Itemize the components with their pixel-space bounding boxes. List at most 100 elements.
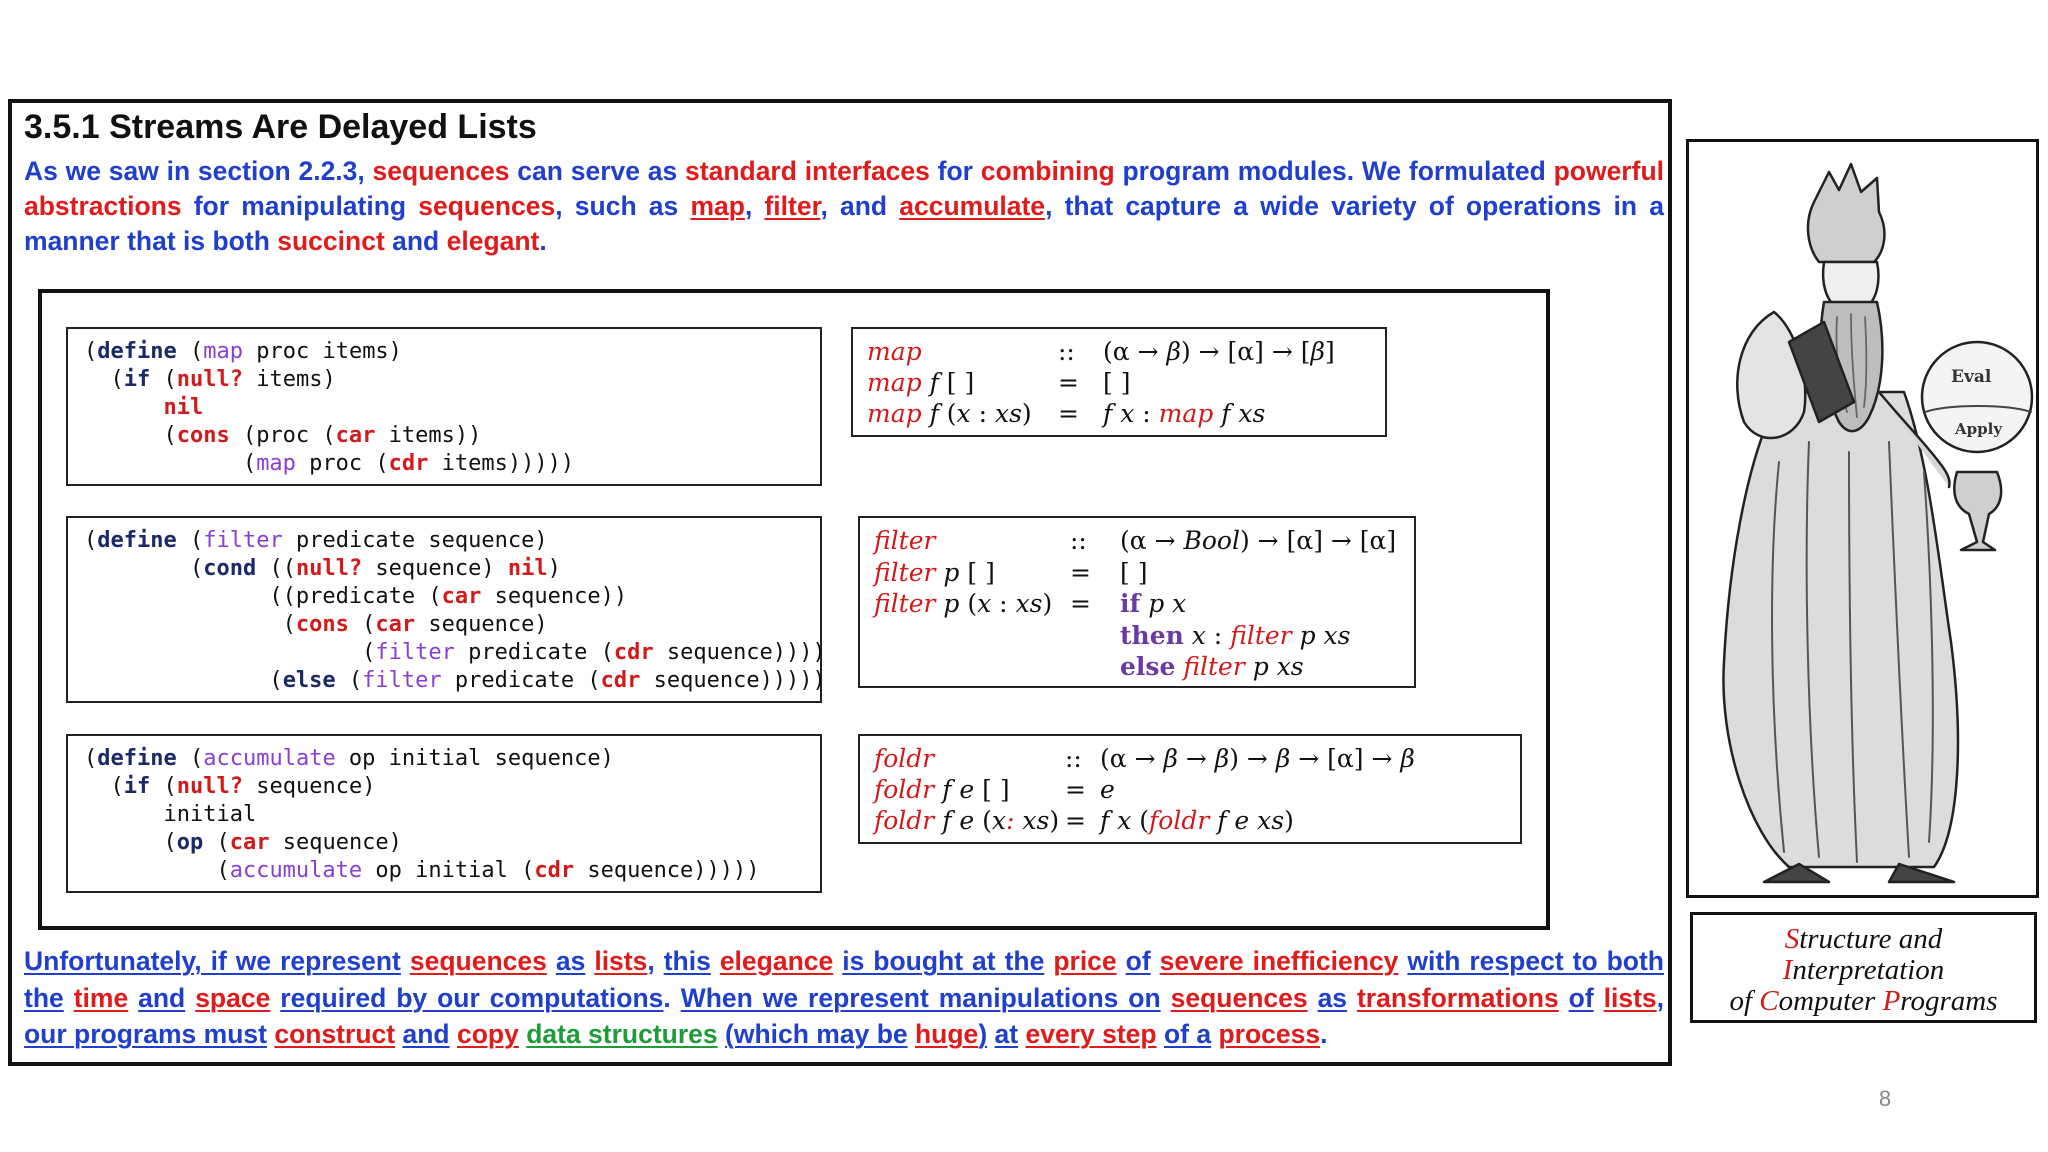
code-token: predicate ( <box>441 668 601 693</box>
code-token: accumulate <box>203 746 336 771</box>
text-run: , and <box>820 191 900 221</box>
code-token: initial <box>84 802 257 827</box>
equation-lhs: map f (x : xs) <box>867 399 1032 428</box>
code-token: ( <box>150 774 177 799</box>
text-run <box>128 983 138 1013</box>
code-token: filter <box>203 528 283 553</box>
code-line: (cond ((null? sequence) nil) <box>84 556 561 581</box>
code-token: ( <box>84 556 204 581</box>
text-run <box>270 983 280 1013</box>
text-run <box>711 946 720 976</box>
code-token: ( <box>84 830 177 855</box>
text-run: powerful abstractions <box>24 156 1664 221</box>
code-token: filter <box>362 668 442 693</box>
code-line: (accumulate op initial (cdr sequence))))… <box>84 858 759 883</box>
text-run <box>450 1019 457 1049</box>
equation-operator: :: <box>1070 526 1087 555</box>
equation-rhs: (α → Bool) → [α] → [α] <box>1120 526 1396 555</box>
text-run <box>585 946 594 976</box>
text-run <box>718 1019 725 1049</box>
code-token: car <box>441 584 482 609</box>
code-token: ( <box>84 640 376 665</box>
math-token: x <box>956 399 971 428</box>
text-run: When we represent manipulations on <box>680 982 1161 1013</box>
code-token: ((predicate ( <box>84 584 442 609</box>
globe-apply-text: Apply <box>1954 420 2003 438</box>
text-run <box>1044 946 1053 976</box>
math-token: filter <box>874 589 936 618</box>
equation-operator: :: <box>1058 337 1075 366</box>
math-token: map <box>867 337 922 366</box>
wizard-arm <box>1877 390 1951 489</box>
math-token: = <box>1070 589 1091 618</box>
text-run: C <box>1759 985 1779 1017</box>
equation-rhs: (α → β) → [α] → [β] <box>1103 337 1335 366</box>
math-token: [ ] <box>974 775 1010 804</box>
math-token: (α → <box>1103 337 1167 366</box>
math-token: f xs <box>1213 399 1266 428</box>
wizard-goblet <box>1953 470 2003 552</box>
scheme-map-code: (define (map proc items) (if (null? item… <box>84 338 820 478</box>
math-token: x <box>977 589 992 618</box>
text-run: succinct <box>277 226 385 256</box>
code-line: (cons (car sequence) <box>84 612 548 637</box>
text-run: this <box>663 946 711 976</box>
code-token: op initial ( <box>362 858 535 883</box>
code-line: (cons (proc (car items)) <box>84 423 481 448</box>
code-line: nil <box>84 395 203 420</box>
text-run: nterpretation <box>1792 954 1945 986</box>
equation-rhs: e <box>1100 775 1115 804</box>
math-token: = <box>1058 368 1079 397</box>
math-token: if <box>1120 589 1141 618</box>
code-token: map <box>256 451 296 476</box>
math-token: :: <box>1065 744 1082 773</box>
math-token: then <box>1120 620 1184 650</box>
equation-rhs: if p x <box>1120 589 1186 618</box>
text-run: . <box>539 226 547 256</box>
code-token: ( <box>84 668 283 693</box>
code-token: op initial sequence) <box>335 746 614 771</box>
code-token: ( <box>176 339 204 364</box>
text-run: of a <box>1163 1019 1212 1049</box>
math-token: map <box>867 399 922 428</box>
code-token: null? <box>176 367 243 392</box>
code-token: op <box>176 830 204 855</box>
text-run: severe inefficiency <box>1159 946 1399 976</box>
code-token: cons <box>295 612 349 637</box>
text-run: and <box>384 226 447 256</box>
text-run <box>987 1019 994 1049</box>
book-title-line: Interpretation <box>1693 955 2034 986</box>
math-token: ) → [α] → [ <box>1180 337 1311 366</box>
math-token: Bool <box>1183 526 1240 555</box>
text-run: (which may be <box>725 1019 908 1049</box>
book-title-line: Structure and <box>1693 924 2034 955</box>
code-token: cdr <box>600 668 641 693</box>
math-token: : <box>1205 620 1231 650</box>
text-run: , that capture a wide variety of operati… <box>24 191 1664 256</box>
code-line: ((predicate (car sequence)) <box>84 584 627 609</box>
math-token: ) → [α] → [α] <box>1239 526 1397 555</box>
equation-operator: :: <box>1065 744 1082 773</box>
text-run: sequences <box>372 156 510 186</box>
math-token: filter <box>1230 620 1292 650</box>
code-token: ( <box>176 528 204 553</box>
code-line: (if (null? items) <box>84 367 336 392</box>
math-token: ( <box>1131 806 1150 835</box>
code-token: ( <box>84 528 98 553</box>
math-token: ) <box>1042 589 1053 618</box>
code-token: ) <box>547 556 561 581</box>
math-token: f x <box>1100 806 1132 835</box>
code-token: items) <box>242 367 336 392</box>
text-run: as <box>1317 982 1348 1013</box>
text-run: combining <box>980 156 1115 186</box>
code-token: sequence) <box>242 774 376 799</box>
math-token: = <box>1070 557 1091 587</box>
math-token: (α → <box>1100 744 1164 773</box>
math-token: f x <box>1103 399 1135 428</box>
text-run: space <box>195 982 271 1013</box>
math-token: foldr <box>874 775 935 804</box>
text-run: lists <box>594 946 648 976</box>
code-token: cdr <box>613 640 654 665</box>
code-token: filter <box>375 640 455 665</box>
text-run: transformations <box>1356 982 1559 1013</box>
